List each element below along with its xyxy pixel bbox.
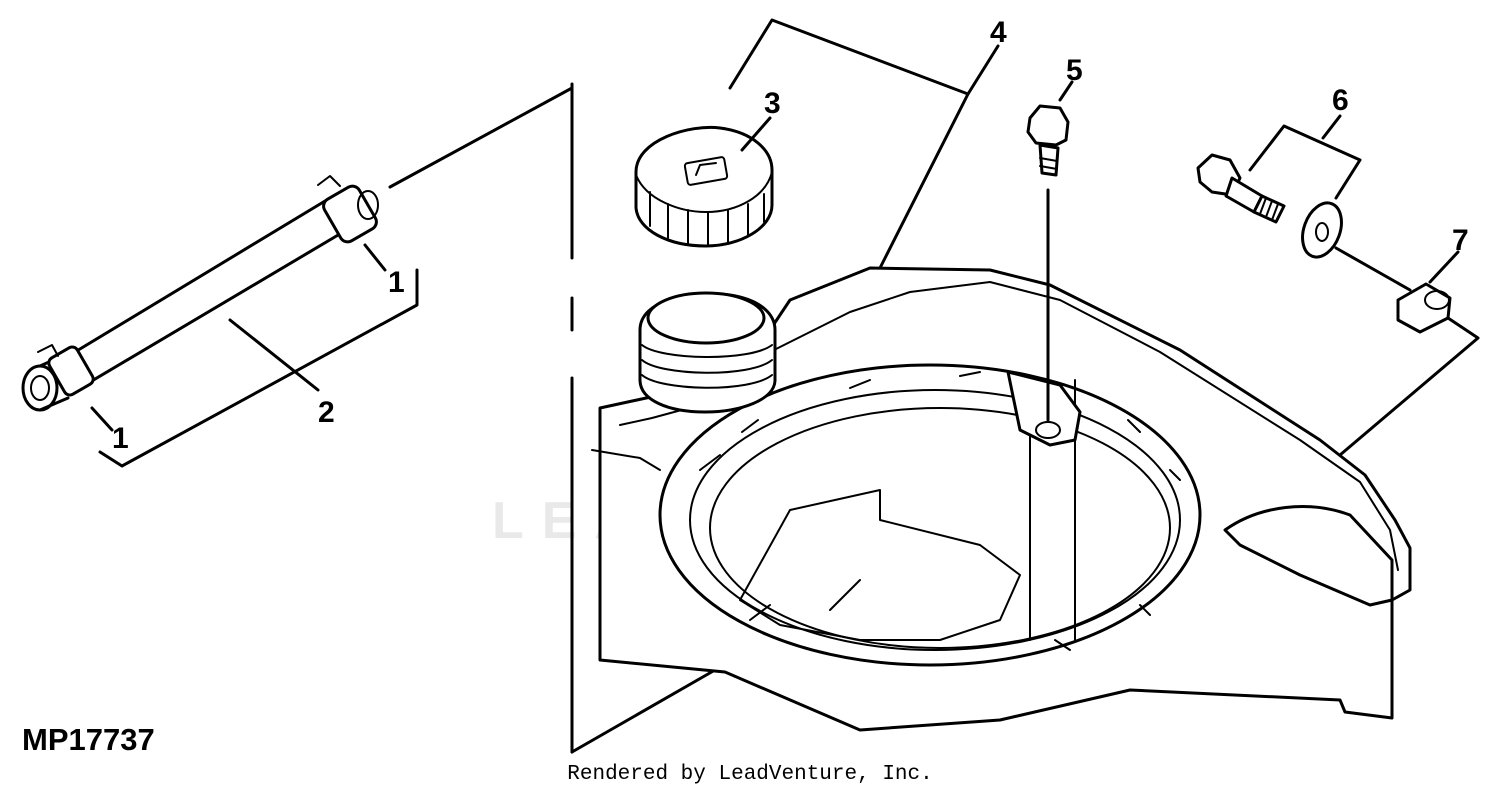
callout-1-lower: 1 bbox=[112, 422, 129, 455]
leader-4 bbox=[966, 44, 1000, 96]
hose-group-bracket bbox=[98, 268, 419, 468]
fuel-line-hose bbox=[21, 175, 379, 412]
callout-6: 6 bbox=[1332, 84, 1349, 117]
spacer bbox=[1396, 282, 1452, 334]
callout-3: 3 bbox=[764, 87, 781, 120]
leader-5 bbox=[1058, 80, 1074, 102]
callout-7: 7 bbox=[1452, 224, 1469, 257]
leader-1-upper bbox=[363, 243, 387, 272]
callout-4: 4 bbox=[990, 16, 1007, 49]
callout-5: 5 bbox=[1066, 54, 1083, 87]
fuel-tank bbox=[591, 266, 1412, 732]
screw-and-washer bbox=[1196, 153, 1343, 259]
render-credit: Rendered by LeadVenture, Inc. bbox=[567, 763, 933, 786]
hose-pointer-line bbox=[388, 86, 574, 189]
exploded-view-frame bbox=[570, 82, 750, 754]
fuel-cap bbox=[634, 125, 774, 248]
callout-1-upper: 1 bbox=[388, 266, 405, 299]
leader-6 bbox=[1321, 114, 1342, 140]
spacer-pointer-line bbox=[1338, 316, 1480, 457]
leader-1-lower bbox=[90, 406, 114, 432]
tank-group-bracket bbox=[728, 18, 970, 270]
figure-id-label: MP17737 bbox=[22, 722, 155, 757]
leader-3 bbox=[740, 116, 772, 152]
leader-7 bbox=[1428, 250, 1460, 284]
washer-pointer-line bbox=[1334, 246, 1412, 292]
leader-2 bbox=[228, 318, 320, 392]
callout-2: 2 bbox=[318, 396, 335, 429]
tank-bolt bbox=[1026, 104, 1070, 177]
screw-group-bracket bbox=[1248, 124, 1362, 200]
